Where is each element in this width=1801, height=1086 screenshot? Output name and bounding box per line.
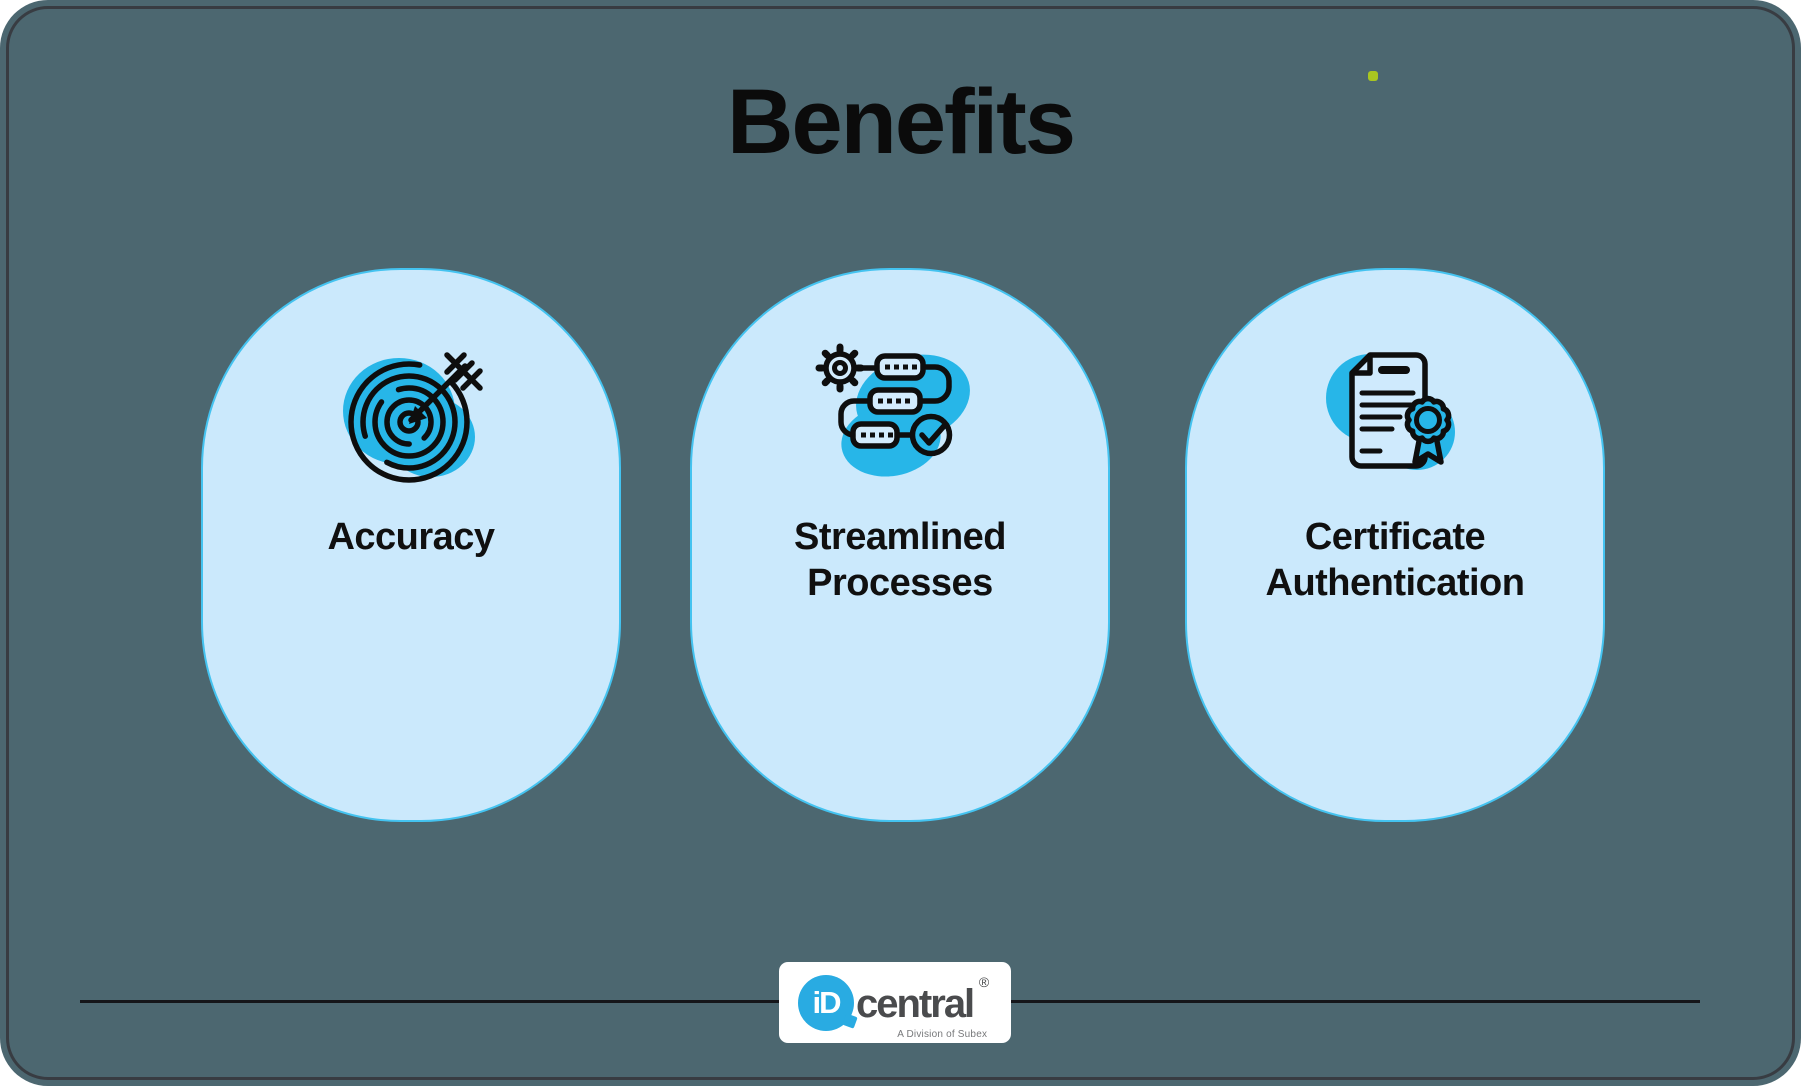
benefit-card-streamlined-processes: Streamlined Processes [690,268,1110,822]
registered-mark-label: ® [978,973,990,990]
idcentral-logo: iD central ® A Division of Subex [779,962,1011,1043]
logo-brand-text: central [856,981,975,1026]
logo-brand-circle: iD [798,974,854,1031]
target-arrow-icon [203,330,619,495]
card-label: Streamlined Processes [793,516,1007,604]
accent-dot [1368,71,1378,81]
card-label: Accuracy [327,516,495,558]
benefit-card-accuracy: Accuracy [201,268,621,822]
logo-wordmark: central ® A Division of Subex [856,974,989,1040]
benefit-card-certificate-authentication: Certificate Authentication [1185,268,1605,822]
logo-tagline: A Division of Subex [897,1028,988,1040]
certificate-seal-icon [1187,330,1603,495]
card-label: Certificate Authentication [1265,516,1525,604]
process-flow-icon [692,330,1108,495]
page-title: Benefits [727,71,1076,173]
